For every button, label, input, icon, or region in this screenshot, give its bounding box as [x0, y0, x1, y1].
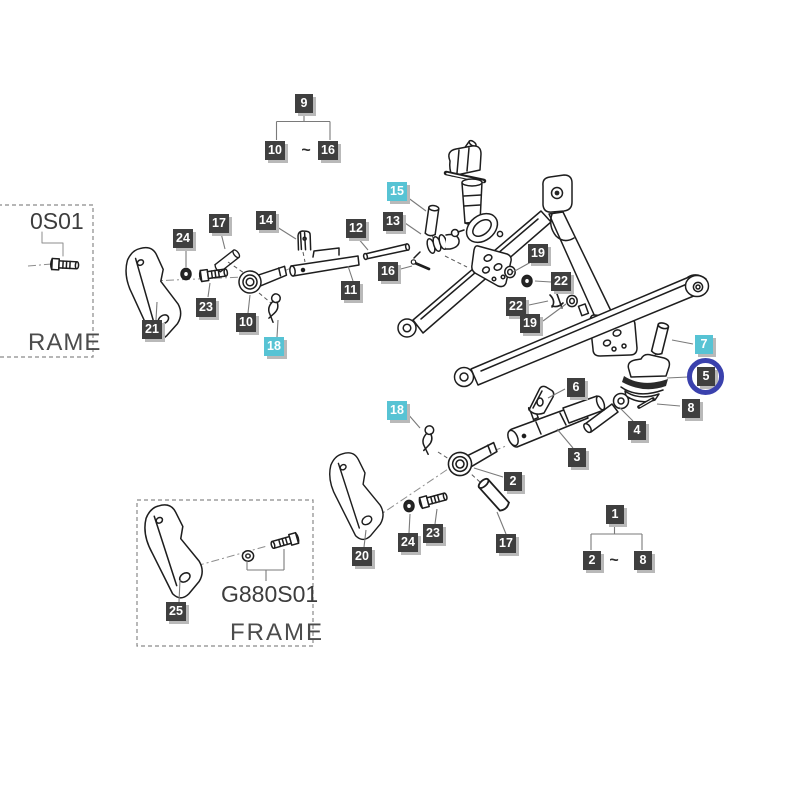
left-box-caption: RAME	[28, 329, 102, 356]
frame-box-part-code: G880S01	[221, 581, 319, 607]
ball-joint-10	[237, 265, 289, 295]
clevis-14	[297, 230, 312, 251]
part-label-8[interactable]: 8	[682, 399, 700, 418]
part-label-4[interactable]: 4	[628, 421, 646, 440]
left-frame-box	[0, 204, 94, 358]
frame-bolt-left	[49, 257, 80, 272]
part-label-23[interactable]: 23	[423, 524, 443, 543]
part-label-20[interactable]: 20	[352, 547, 372, 566]
part-label-11[interactable]: 11	[341, 281, 361, 300]
part-label-7[interactable]: 7	[695, 335, 713, 354]
part-label-9[interactable]: 9	[295, 94, 313, 113]
dashed-boxes	[0, 204, 314, 647]
part-label-5[interactable]: 5	[697, 367, 715, 386]
arm-bracket-plate	[471, 230, 512, 288]
part-label-17[interactable]: 17	[496, 534, 516, 553]
part-label-16[interactable]: 16	[318, 141, 338, 160]
part-label-18[interactable]: 18	[387, 401, 407, 420]
centerlines	[27, 263, 584, 567]
part-label-3[interactable]: 3	[568, 448, 586, 467]
part-label-18[interactable]: 18	[264, 337, 284, 356]
clip-22-lower	[549, 293, 564, 309]
bracket-20	[329, 452, 384, 541]
part-label-8[interactable]: 8	[634, 551, 652, 570]
pin-17	[213, 248, 242, 274]
part-label-24[interactable]: 24	[398, 533, 418, 552]
part-label-17[interactable]: 17	[209, 214, 229, 233]
rod-12	[362, 243, 411, 261]
part-label-22[interactable]: 22	[506, 297, 526, 316]
left-box-part-code: 0S01	[30, 208, 84, 234]
bottom-frame-box	[136, 499, 314, 647]
top-link-turnbuckle	[443, 139, 487, 238]
r-clip-18	[265, 292, 282, 324]
nut-22-upper	[521, 274, 533, 288]
lower-link-arm-right	[453, 274, 710, 388]
nut-24-lower	[403, 499, 415, 513]
handle-6	[527, 385, 555, 415]
part-label-10[interactable]: 10	[236, 313, 256, 332]
part-label-21[interactable]: 21	[142, 320, 162, 339]
pin-7	[650, 321, 670, 357]
part-label-24[interactable]: 24	[173, 229, 193, 248]
part-label-14[interactable]: 14	[256, 211, 276, 230]
rod-4	[583, 392, 630, 434]
part-label-12[interactable]: 12	[346, 219, 366, 238]
chain-guide-loop	[465, 212, 499, 244]
frame-bolt	[269, 531, 301, 552]
range-tilde: ~	[301, 142, 311, 159]
pin-8	[637, 397, 655, 409]
pin-15	[424, 204, 440, 238]
link-bar-11	[289, 247, 360, 277]
washer-19-lower	[566, 294, 578, 308]
spring-13	[413, 233, 460, 259]
nut-24	[180, 267, 192, 281]
part-label-19[interactable]: 19	[528, 244, 548, 263]
lift-strut	[542, 174, 638, 357]
frame-nut	[241, 550, 255, 562]
bolt-23-lower	[417, 490, 449, 510]
range-tilde: ~	[609, 552, 619, 569]
part-label-2[interactable]: 2	[583, 551, 601, 570]
part-label-13[interactable]: 13	[383, 212, 403, 231]
part-label-15[interactable]: 15	[387, 182, 407, 201]
clip-16	[410, 259, 431, 271]
part-label-6[interactable]: 6	[567, 378, 585, 397]
part-label-2[interactable]: 2	[504, 472, 522, 491]
part-label-22[interactable]: 22	[551, 272, 571, 291]
part-label-25[interactable]: 25	[166, 602, 186, 621]
part-label-23[interactable]: 23	[196, 298, 216, 317]
callout-lines	[155, 113, 694, 603]
ball-joint-2	[444, 441, 502, 479]
part-label-10[interactable]: 10	[265, 141, 285, 160]
part-label-19[interactable]: 19	[520, 314, 540, 333]
clamp-5	[620, 353, 671, 403]
frame-box-caption: FRAME	[230, 619, 324, 646]
part-label-16[interactable]: 16	[378, 262, 398, 281]
r-clip-18-lower	[420, 424, 436, 456]
bracket-25	[144, 504, 203, 599]
part-label-1[interactable]: 1	[606, 505, 624, 524]
